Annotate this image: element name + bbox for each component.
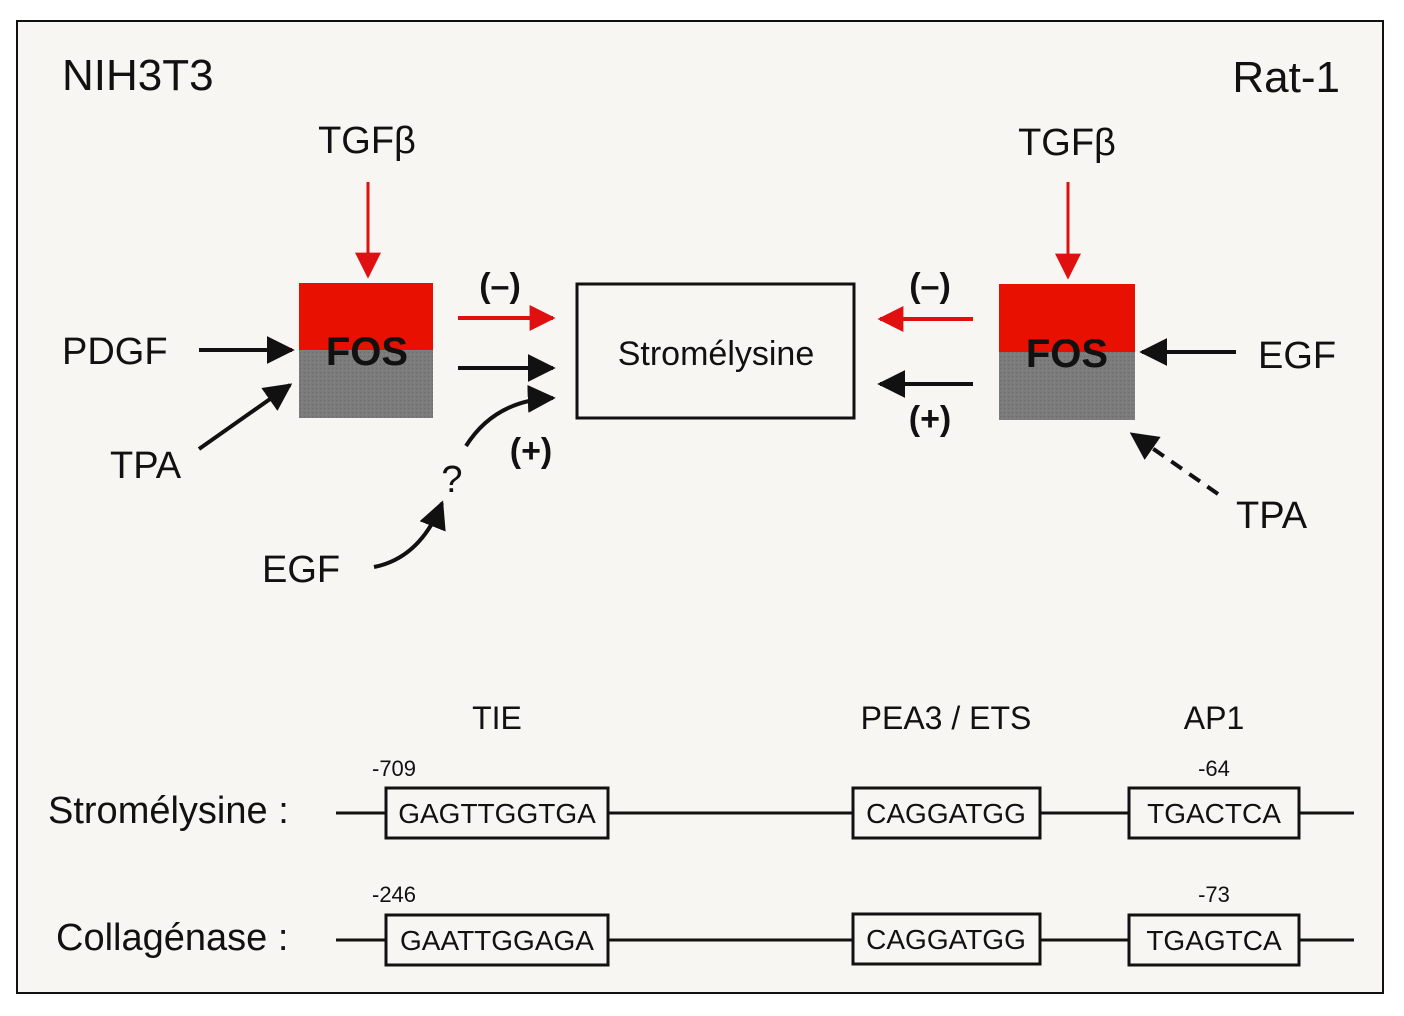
ap1-sequence: TGAGTCA: [1146, 925, 1282, 956]
fos-red-half: [299, 283, 433, 350]
promoter-row-stromelysine: Stromélysine : -709 GAGTTGGTGA CAGGATGG …: [48, 756, 1354, 840]
tie-box: [384, 786, 610, 840]
pea3-box: [851, 786, 1042, 840]
gene-label: Collagénase :: [56, 917, 288, 959]
gene-label: Stromélysine :: [48, 790, 289, 832]
promoter-row-collagenase: Collagénase : -246 GAATTGGAGA CAGGATGG -…: [56, 882, 1354, 967]
left-egf-curved-arrow: [373, 500, 446, 569]
left-egf-label: EGF: [262, 549, 340, 591]
fos-grey-half: [999, 352, 1135, 420]
tie-sequence: GAGTTGGTGA: [398, 798, 596, 829]
cell-line-right-label: Rat-1: [1232, 53, 1340, 102]
egf-to-stromelysine-arrow: [464, 384, 556, 448]
fos-red-half: [999, 284, 1135, 352]
cell-line-left-label: NIH3T3: [62, 51, 214, 100]
pea3-sequence: CAGGATGG: [866, 798, 1026, 829]
right-fos-box: FOS: [999, 284, 1135, 420]
tie-position: -246: [372, 882, 416, 907]
ap1-box: [1127, 786, 1301, 840]
ap1-position: -73: [1198, 882, 1230, 907]
tie-sequence: GAATTGGAGA: [400, 925, 594, 956]
left-tgfb-label: TGFβ: [318, 120, 416, 162]
header-pea3-ets: PEA3 / ETS: [861, 700, 1032, 736]
left-positive-sign: (+): [510, 432, 553, 470]
right-egf-label: EGF: [1258, 335, 1336, 377]
stromelysine-label: Stromélysine: [618, 335, 815, 373]
tie-position: -709: [372, 756, 416, 781]
left-fos-label: FOS: [326, 330, 408, 374]
right-negative-sign: (–): [909, 267, 951, 305]
ap1-box: [1127, 913, 1301, 967]
header-ap1: AP1: [1184, 700, 1244, 736]
header-tie: TIE: [472, 700, 522, 736]
left-negative-sign: (–): [479, 267, 521, 305]
right-tpa-dashed-arrow: [1129, 432, 1220, 496]
left-tpa-label: TPA: [110, 445, 182, 487]
ap1-sequence: TGACTCA: [1147, 798, 1281, 829]
right-tgfb-label: TGFβ: [1018, 122, 1116, 164]
left-pdgf-label: PDGF: [62, 331, 168, 373]
left-tpa-arrow: [197, 383, 293, 451]
stromelysine-box: Stromélysine: [575, 282, 856, 420]
left-fos-box: FOS: [299, 283, 433, 418]
right-positive-sign: (+): [909, 400, 952, 438]
tie-box: [384, 913, 610, 967]
right-tpa-label: TPA: [1236, 495, 1308, 537]
ap1-position: -64: [1198, 756, 1230, 781]
right-fos-label: FOS: [1026, 332, 1108, 376]
unknown-mediator-question-mark: ?: [441, 459, 462, 501]
pea3-box: [851, 912, 1042, 966]
pea3-sequence: CAGGATGG: [866, 924, 1026, 955]
fos-grey-half: [299, 350, 433, 418]
